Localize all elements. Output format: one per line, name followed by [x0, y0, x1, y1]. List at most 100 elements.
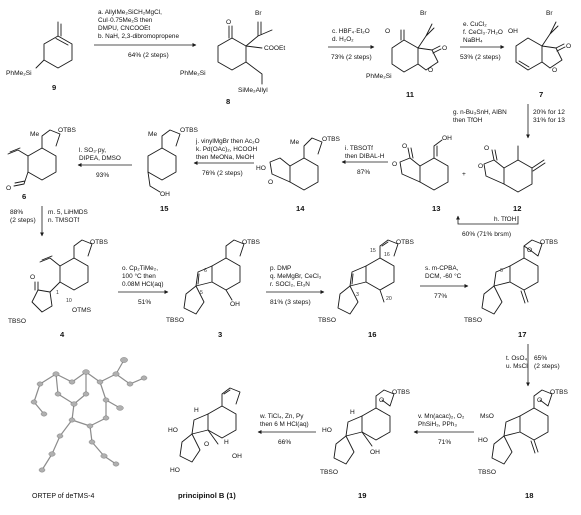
- a7_12-yield2: 31% for 13: [533, 117, 565, 124]
- c15-atom-1: Me: [148, 131, 157, 138]
- arrow-8-to-11: c. HBF₄·Et₂O d. H₂O₂ 73% (2 steps): [328, 28, 375, 61]
- c14-atom-1: Me: [290, 139, 299, 146]
- c3-atom-0: OTBS: [242, 239, 261, 246]
- arrow-11-to-7: e. CuCl₂ f. CeCl₃·7H₂O NaBH₄ 53% (2 step…: [460, 21, 505, 61]
- arrow-7-to-12: g. n-Bu₃SnH, AIBN then TfOH 20% for 12 3…: [453, 104, 565, 139]
- c12-atom-1: O: [484, 145, 489, 152]
- a13_14-line-0: i. TBSOTf: [345, 145, 373, 152]
- arrow-19-to-1: w. TiCl₄, Zn, Py then 6 M HCl(aq) 66%: [257, 413, 316, 446]
- a13_14-line-1: then DIBAL-H: [345, 153, 385, 160]
- compound-11: Br O O O PhMe₂Si 11: [366, 10, 447, 99]
- c14-atom-0: OTBS: [322, 136, 341, 143]
- a14_15-line-1: k. Pd(OAc)₂, HCOOH: [196, 146, 257, 153]
- c7-atom-2: O: [566, 43, 571, 50]
- c11-atom-4: PhMe₂Si: [366, 73, 392, 80]
- arrow-13-to-14: i. TBSOTf then DIBAL-H 87%: [341, 145, 388, 176]
- c19-atom-5: TBSO: [320, 469, 338, 476]
- a15_6-line-1: DIPEA, DMSO: [79, 155, 121, 162]
- c13-label: 13: [432, 204, 440, 213]
- a4_3-line-0: o. Cp₂TiMe₂,: [122, 265, 158, 272]
- c4-atom-4: 1: [56, 290, 59, 296]
- arrow-15-to-6: l. SO₃·py, DIPEA, DMSO 93%: [77, 147, 132, 179]
- c13-atom-1: O: [392, 161, 397, 168]
- c6-atom-0: OTBS: [58, 127, 77, 134]
- c19-atom-2: HO: [322, 427, 332, 434]
- c6-atom-1: Me: [30, 131, 39, 138]
- arrow-14-to-15: j. vinylMgBr then Ac₂O k. Pd(OAc)₂, HCOO…: [193, 138, 260, 177]
- c9-atom-1: PhMe₂Si: [6, 70, 32, 77]
- c18-atom-3: O: [537, 397, 542, 404]
- a6_4-yield: 88%: [10, 209, 23, 216]
- c19-atom-3: H: [350, 409, 355, 416]
- c7-label: 7: [539, 90, 543, 99]
- compound-16: OTBS 15 16 20 TBSO 3 16: [318, 239, 415, 339]
- c12-label: 12: [513, 204, 521, 213]
- compound-4: OTBS O OTMS TBSO 1 10 4: [8, 239, 109, 339]
- c14-atom-3: O: [268, 179, 273, 186]
- c11-atom-0: Br: [420, 10, 427, 17]
- c6-atom-2: O: [6, 185, 11, 192]
- a11_7-line-2: NaBH₄: [463, 37, 483, 44]
- compound-1-principinol-B: H HO O H HO OH principinol B (1): [168, 387, 242, 500]
- a17_18-yield: 65%: [534, 355, 547, 362]
- compound-17: OTBS O TBSO 6 17: [464, 239, 559, 339]
- arrow-6-to-4: 88% (2 steps) m. 5, LiHMDS n. TMSOTf: [10, 206, 88, 237]
- c3-atom-1: OH: [230, 301, 240, 308]
- a6_4-line-0: m. 5, LiHMDS: [48, 209, 88, 216]
- c8-atom-1: O: [226, 19, 231, 26]
- compound-13: OH O O 13: [392, 135, 452, 213]
- a16_17-line-0: s. m-CPBA,: [425, 265, 459, 272]
- c16-atom-3: 20: [386, 296, 392, 302]
- c17-label: 17: [518, 330, 526, 339]
- c7-atom-0: Br: [546, 10, 553, 17]
- c17-atom-3: 6: [500, 268, 503, 274]
- ortep-structure-image: [30, 357, 148, 473]
- compound-18: OTBS MsO HO O TBSO 18: [478, 389, 569, 500]
- c7-atom-3: O: [552, 67, 557, 74]
- a12_13-line-0: h. TfOH: [494, 216, 517, 223]
- a18_19-yield: 71%: [438, 439, 451, 446]
- c4-atom-1: O: [30, 274, 35, 281]
- c1-atom-2: O: [204, 441, 209, 448]
- c1-atom-0: H: [194, 407, 199, 414]
- compound-14: OTBS Me HO O 14: [256, 136, 341, 213]
- c16-atom-0: OTBS: [396, 239, 415, 246]
- c17-atom-2: TBSO: [464, 317, 482, 324]
- a16_17-yield: 77%: [434, 293, 447, 300]
- c1-atom-5: OH: [232, 453, 242, 460]
- a9_8-line-2: DMPU, CNCOOEt: [98, 25, 150, 32]
- arrow-18-to-19: v. Mn(acac)₂, O₂ PhSiH₃, PPh₃ 71%: [413, 413, 474, 446]
- a7_12-line-1: then TfOH: [453, 117, 483, 124]
- c1-atom-4: HO: [170, 467, 180, 474]
- c14-label: 14: [296, 204, 305, 213]
- a19_1-line-1: then 6 M HCl(aq): [260, 421, 309, 428]
- c8-atom-0: Br: [255, 10, 262, 17]
- a11_7-line-1: f. CeCl₃·7H₂O: [463, 29, 503, 36]
- c18-atom-2: HO: [478, 437, 488, 444]
- a6_4-yield2: (2 steps): [10, 217, 36, 224]
- compound-7: Br OH O O 7: [508, 10, 571, 99]
- a13_14-yield: 87%: [357, 169, 370, 176]
- a11_7-yield: 53% (2 steps): [460, 54, 501, 61]
- c18-atom-1: MsO: [480, 413, 494, 420]
- compound-9: PhMe₂Si 9: [6, 21, 73, 92]
- c8-atom-3: PhMe₂Si: [180, 70, 206, 77]
- plus-sign: +: [462, 171, 466, 178]
- a3_16-line-1: q. MeMgBr, CeCl₃: [270, 273, 322, 280]
- c11-label: 11: [406, 90, 415, 99]
- c19-atom-0: OTBS: [392, 389, 411, 396]
- a14_15-yield: 76% (2 steps): [202, 170, 243, 177]
- a16_17-line-1: DCM, -60 °C: [425, 272, 462, 280]
- c8-label: 8: [226, 97, 230, 106]
- a9_8-line-1: CuI·0.75Me₂S then: [98, 17, 153, 24]
- arrow-12-to-13: h. TfOH 60% (71% brsm): [456, 215, 519, 238]
- a15_6-line-0: l. SO₃·py,: [79, 147, 106, 154]
- a9_8-line-3: b. NaH, 2,3-dibromopropene: [98, 33, 179, 40]
- compound-6: OTBS Me O 6: [6, 127, 77, 201]
- a3_16-yield: 81% (3 steps): [270, 299, 311, 306]
- c16-atom-1: 15: [370, 248, 376, 254]
- c19-label: 19: [358, 491, 366, 500]
- arrow-16-to-17: s. m-CPBA, DCM, -60 °C 77%: [420, 265, 469, 300]
- arrow-4-to-3: o. Cp₂TiMe₂, 100 °C then 0.08M HCl(aq) 5…: [118, 265, 169, 306]
